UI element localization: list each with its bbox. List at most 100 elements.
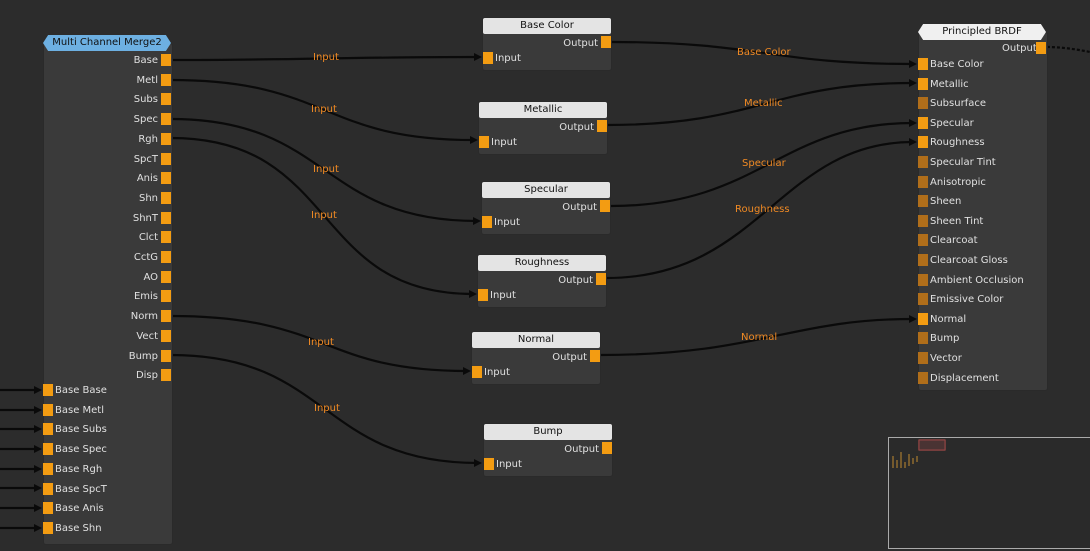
mcm-input-port[interactable] — [43, 482, 53, 495]
arrow-head — [463, 367, 471, 375]
node-title-metallic[interactable]: Metallic — [479, 102, 607, 118]
brdf-input-label: Ambient Occlusion — [930, 274, 1024, 286]
mcm-input-port[interactable] — [43, 502, 53, 515]
wire-label-input: Input — [314, 403, 340, 414]
node-multi-channel-merge[interactable] — [43, 43, 173, 545]
brdf-input-port[interactable] — [918, 97, 928, 110]
mcm-output-port-bump[interactable] — [161, 349, 171, 362]
brdf-input-label: Vector — [930, 353, 962, 364]
mcm-output-port-vect[interactable] — [161, 329, 171, 342]
brdf-input-port[interactable] — [918, 195, 928, 208]
arrow-head — [473, 217, 481, 225]
mcm-input-port[interactable] — [43, 384, 53, 396]
brdf-input-port[interactable] — [918, 136, 928, 149]
brdf-input-label: Base Color — [930, 59, 984, 70]
mcm-output-port-spec[interactable] — [161, 113, 171, 126]
mcm-input-port[interactable] — [43, 403, 53, 416]
node-output-port[interactable] — [601, 36, 611, 48]
mcm-output-port-disp[interactable] — [161, 369, 171, 382]
brdf-input-port[interactable] — [918, 116, 928, 129]
node-input-port[interactable] — [478, 289, 488, 301]
brdf-input-port[interactable] — [918, 58, 928, 70]
node-input-label: Input — [495, 53, 521, 64]
brdf-input-port[interactable] — [918, 254, 928, 266]
wire-layer — [0, 40, 1090, 532]
mcm-output-port-shn[interactable] — [161, 191, 171, 204]
wire-normal-out — [599, 317, 914, 357]
node-input-port[interactable] — [472, 366, 482, 378]
node-input-port[interactable] — [482, 216, 492, 228]
mcm-input-port[interactable] — [43, 443, 53, 456]
mcm-output-label: Base — [133, 55, 158, 66]
node-input-label: Input — [490, 290, 516, 301]
mcm-output-label: ShnT — [132, 212, 158, 224]
wire-metl-to-metallic — [170, 78, 475, 142]
arrow-head — [474, 459, 482, 467]
mcm-output-label: Shn — [138, 192, 158, 204]
mcm-output-port-spct[interactable] — [161, 152, 171, 165]
mcm-output-port-shnt[interactable] — [161, 211, 171, 224]
brdf-input-port[interactable] — [918, 234, 928, 247]
mcm-input-port[interactable] — [43, 462, 53, 475]
brdf-input-port[interactable] — [918, 352, 928, 364]
node-input-port[interactable] — [483, 52, 493, 64]
mcm-output-port-rgh[interactable] — [161, 132, 171, 145]
brdf-input-port[interactable] — [918, 214, 928, 227]
brdf-input-label: Bump — [930, 333, 960, 345]
mcm-output-port-norm[interactable] — [161, 310, 171, 323]
brdf-input-label: Subsurface — [930, 98, 986, 110]
arrow-head — [909, 79, 917, 87]
wire-norm-to-normal — [170, 314, 468, 373]
brdf-input-label: Displacement — [930, 372, 999, 384]
mcm-output-port-clct[interactable] — [161, 231, 171, 244]
node-title-roughness[interactable]: Roughness — [478, 255, 606, 271]
mcm-output-port-subs[interactable] — [161, 93, 171, 106]
brdf-input-port[interactable] — [918, 156, 928, 168]
brdf-input-port[interactable] — [918, 273, 928, 286]
node-output-port[interactable] — [602, 442, 612, 454]
wire-brdf-out — [1046, 45, 1090, 54]
brdf-input-port[interactable] — [918, 293, 928, 306]
node-title-bump[interactable]: Bump — [484, 424, 612, 440]
node-title-specular[interactable]: Specular — [482, 182, 610, 198]
brdf-input-port[interactable] — [918, 332, 928, 345]
mcm-output-port-anis[interactable] — [161, 172, 171, 185]
node-output-label: Output — [552, 352, 587, 363]
wire-label-base-color: Base Color — [737, 47, 791, 58]
node-output-port[interactable] — [600, 200, 610, 212]
node-principled-brdf[interactable] — [918, 32, 1048, 391]
node-input-port[interactable] — [479, 136, 489, 148]
node-title-principled-brdf[interactable]: Principled BRDF — [918, 24, 1046, 40]
mcm-input-port[interactable] — [43, 423, 53, 436]
mcm-output-port-base[interactable] — [161, 54, 171, 66]
node-title-multi-channel-merge[interactable]: Multi Channel Merge2 — [43, 35, 171, 51]
minimap[interactable] — [888, 437, 1090, 549]
brdf-output-port[interactable] — [1036, 42, 1046, 54]
mcm-output-port-metl[interactable] — [161, 73, 171, 86]
brdf-input-port[interactable] — [918, 371, 928, 384]
wire-base-to-basecolor — [170, 55, 479, 62]
mcm-output-label: Clct — [138, 232, 158, 244]
node-title-base-color[interactable]: Base Color — [483, 18, 611, 34]
node-output-port[interactable] — [590, 350, 600, 362]
wire-bump-to-bump — [170, 353, 479, 465]
mcm-output-port-ao[interactable] — [161, 270, 171, 283]
node-input-port[interactable] — [484, 458, 494, 470]
mcm-input-port[interactable] — [43, 521, 53, 534]
node-output-port[interactable] — [596, 273, 606, 285]
mcm-output-port-emis[interactable] — [161, 290, 171, 303]
mcm-output-port-cctg[interactable] — [161, 251, 171, 263]
brdf-input-port[interactable] — [918, 175, 928, 188]
brdf-input-port[interactable] — [918, 77, 928, 90]
brdf-input-port[interactable] — [918, 312, 928, 325]
brdf-input-label: Sheen — [930, 196, 962, 208]
node-output-port[interactable] — [597, 120, 607, 132]
node-title-normal[interactable]: Normal — [472, 332, 600, 348]
